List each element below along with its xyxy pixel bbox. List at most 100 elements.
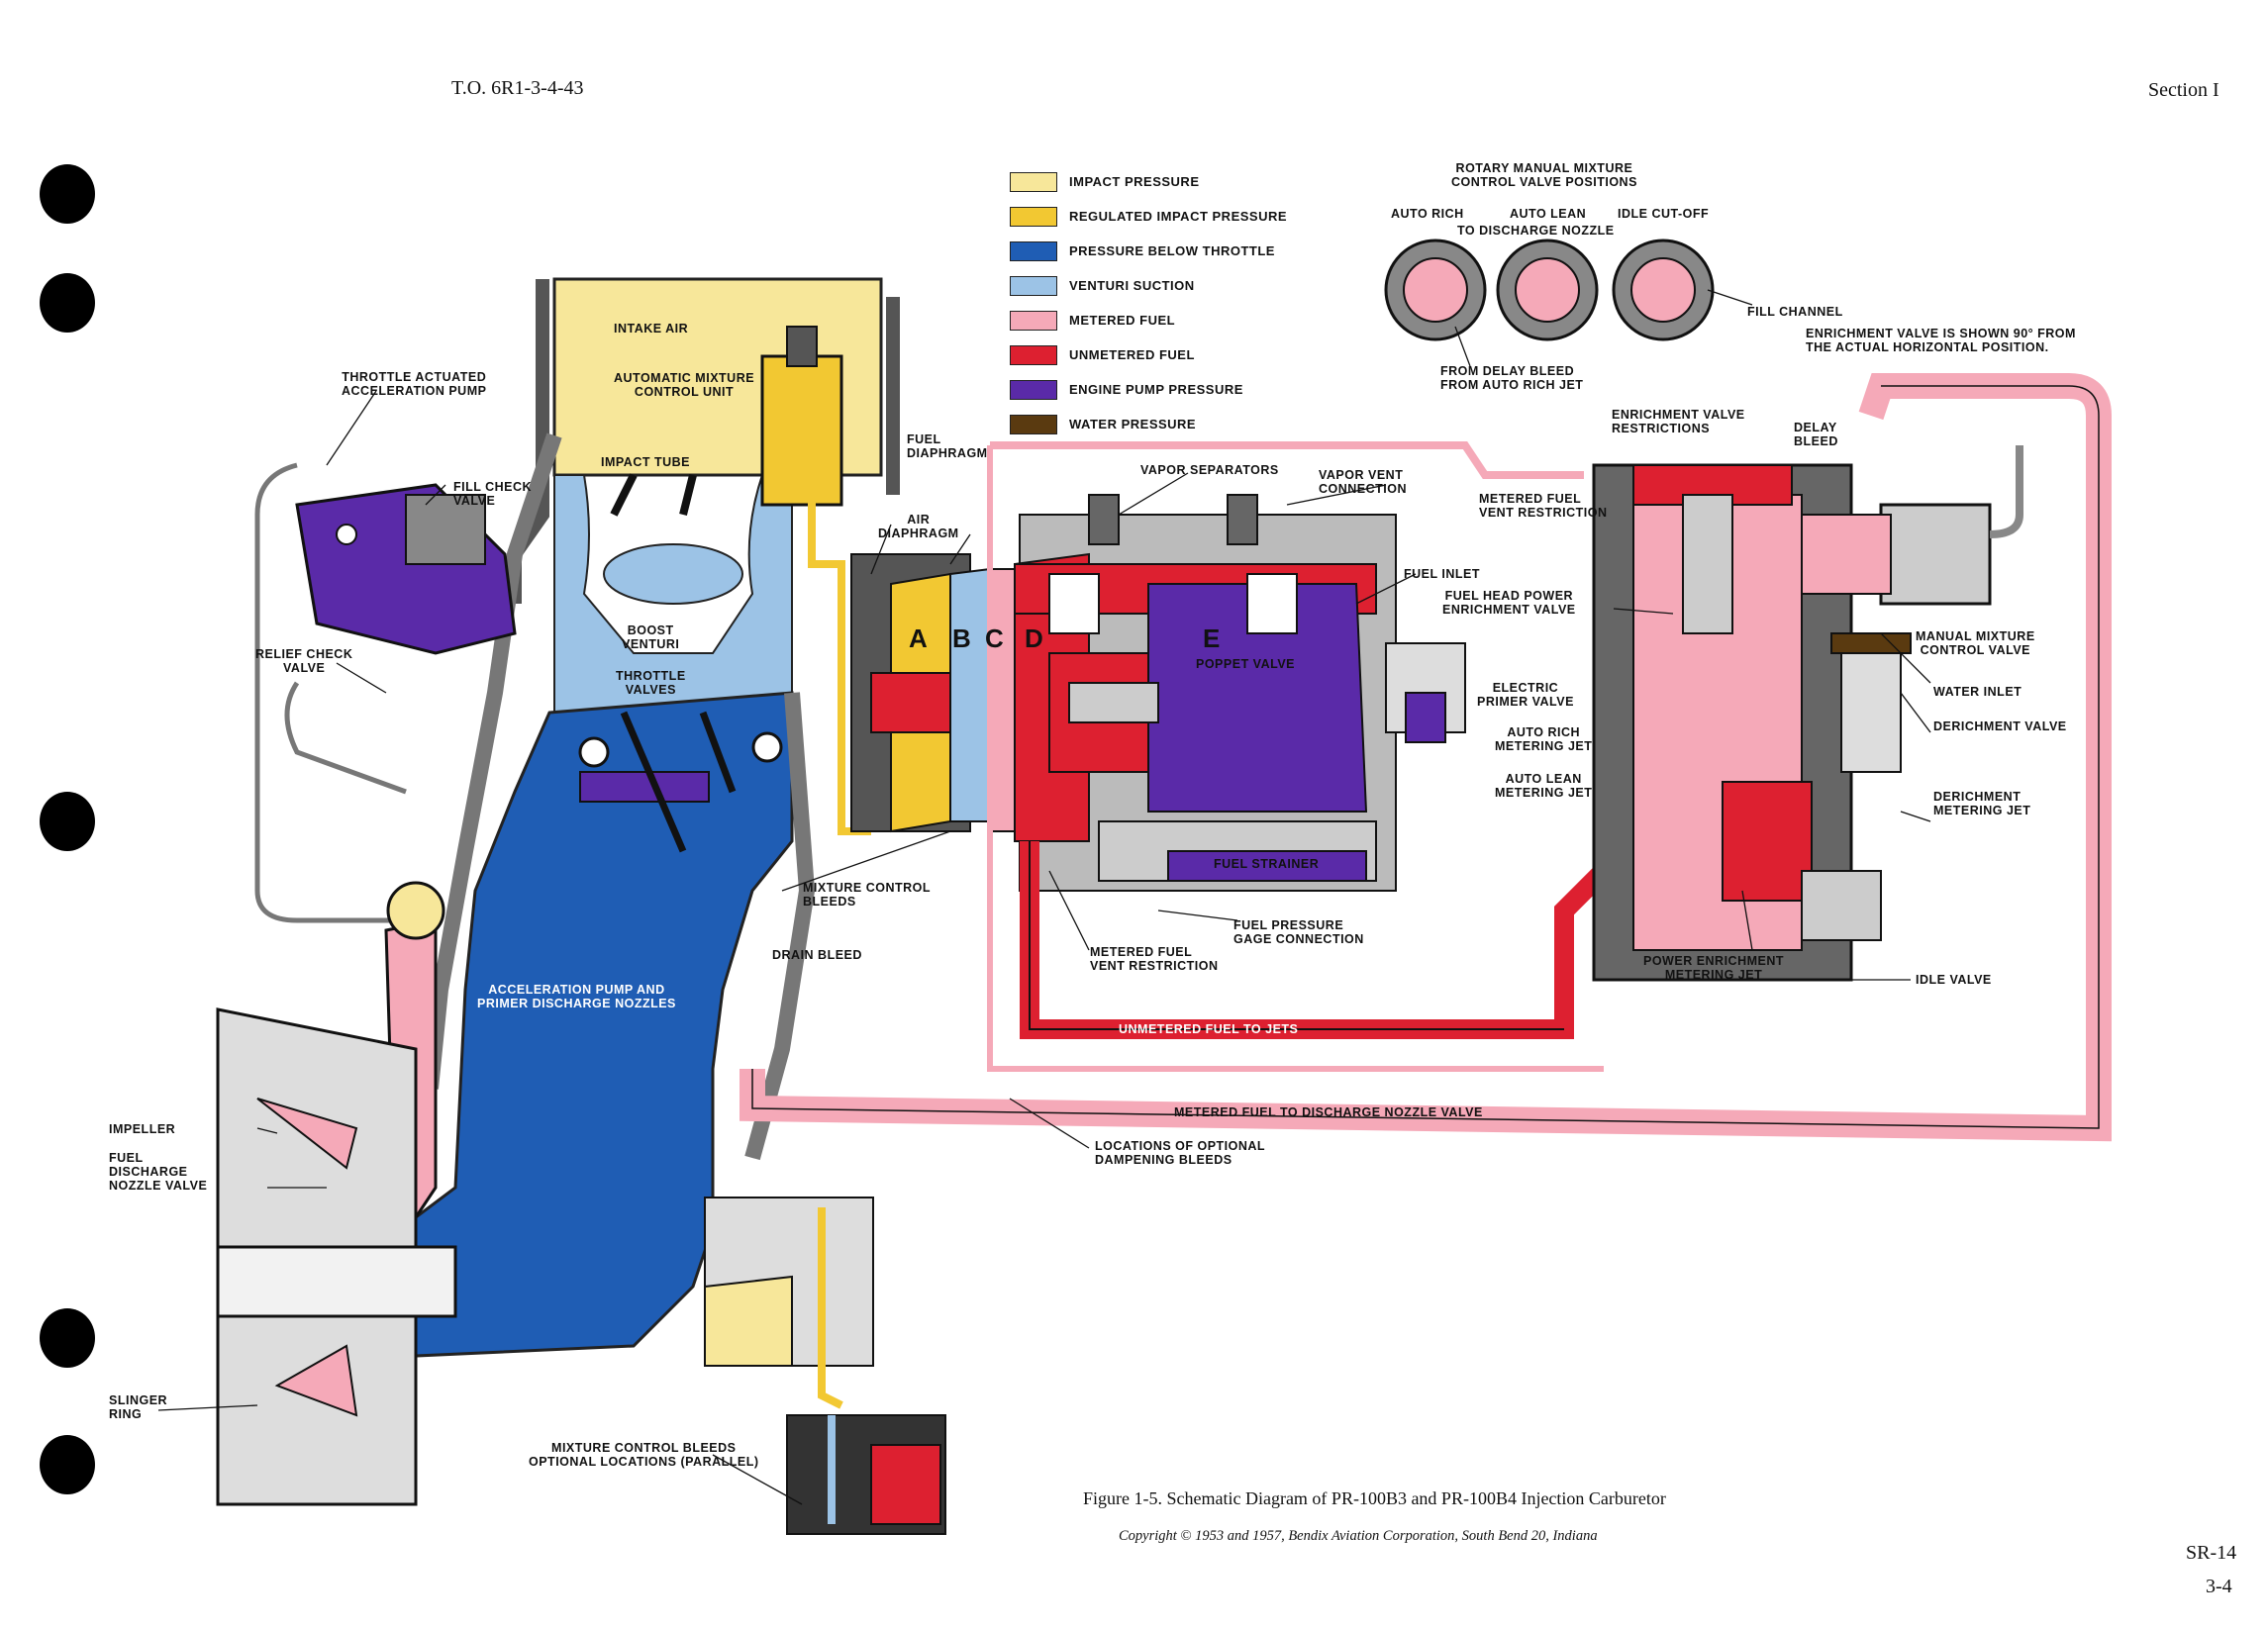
label-auto-rich: AUTO RICH [1391, 207, 1464, 221]
label-line: BLEEDS [803, 895, 856, 909]
label-line: ENRICHMENT VALVE IS SHOWN 90° FROM [1806, 327, 2076, 340]
derichment-valve [1840, 642, 1902, 773]
label-acceleration-pump: THROTTLE ACTUATED ACCELERATION PUMP [342, 370, 486, 398]
legend-label: VENTURI SUCTION [1069, 278, 1195, 293]
label-fuel-head-enrichment: FUEL HEAD POWER ENRICHMENT VALVE [1442, 589, 1576, 617]
label-manual-mixture-valve: MANUAL MIXTURE CONTROL VALVE [1916, 629, 2035, 657]
label-line: MIXTURE CONTROL BLEEDS [551, 1441, 737, 1455]
legend-swatch [1010, 379, 1057, 400]
binder-hole [40, 1435, 95, 1494]
label-metered-to-nozzle: METERED FUEL TO DISCHARGE NOZZLE VALVE [1174, 1105, 1483, 1119]
label-metered-fuel-vent: METERED FUEL VENT RESTRICTION [1479, 492, 1608, 520]
label-enrichment-note: ENRICHMENT VALVE IS SHOWN 90° FROM THE A… [1806, 327, 2076, 354]
binder-hole [40, 792, 95, 851]
document-number: T.O. 6R1-3-4-43 [451, 77, 584, 99]
label-impact-tube: IMPACT TUBE [601, 455, 690, 469]
label-line: PRIMER VALVE [1477, 695, 1574, 709]
label-line: FROM DELAY BLEED [1440, 364, 1575, 378]
label-delay-bleed: DELAY BLEED [1794, 421, 1838, 448]
label-electric-primer: ELECTRIC PRIMER VALVE [1477, 681, 1574, 709]
idle-valve [1801, 870, 1882, 941]
label-line: METERING JET [1933, 804, 2031, 817]
copyright-notice: Copyright © 1953 and 1957, Bendix Aviati… [1119, 1528, 1598, 1544]
label-line: GAGE CONNECTION [1233, 932, 1364, 946]
legend-item: REGULATED IMPACT PRESSURE [1010, 199, 1287, 234]
label-auto-rich-jet: AUTO RICH METERING JET [1495, 725, 1592, 753]
venturi-region [553, 474, 793, 754]
legend-item: PRESSURE BELOW THROTTLE [1010, 234, 1287, 268]
legend-item: ENGINE PUMP PRESSURE [1010, 372, 1287, 407]
label-line: MANUAL MIXTURE [1916, 629, 2035, 643]
label-line: VALVE [453, 494, 496, 508]
label-line: VENT RESTRICTION [1479, 506, 1608, 520]
color-legend: IMPACT PRESSURE REGULATED IMPACT PRESSUR… [1010, 164, 1287, 441]
label-relief-check-valve: RELIEF CHECK VALVE [255, 647, 352, 675]
legend-swatch [1010, 310, 1057, 331]
label-line: BOOST [627, 623, 674, 637]
chamber-label-e: E [1203, 623, 1221, 653]
label-auto-mixture-unit: AUTOMATIC MIXTURE CONTROL UNIT [614, 371, 754, 399]
label-line: RESTRICTIONS [1612, 422, 1711, 435]
rotary-title: ROTARY MANUAL MIXTURE CONTROL VALVE POSI… [1451, 161, 1637, 189]
label-line: ENRICHMENT VALVE [1442, 603, 1576, 617]
legend-swatch [1010, 171, 1057, 192]
label-line: VAPOR VENT [1319, 468, 1404, 482]
label-line: RELIEF CHECK [255, 647, 353, 661]
legend-item: UNMETERED FUEL [1010, 337, 1287, 372]
label-line: DELAY [1794, 421, 1837, 434]
label-impeller: IMPELLER [109, 1122, 176, 1136]
label-boost-venturi: BOOST VENTURI [622, 623, 679, 651]
label-line: RING [109, 1407, 143, 1421]
label-derichment-jet: DERICHMENT METERING JET [1933, 790, 2030, 817]
label-line: ACCELERATION PUMP [342, 384, 487, 398]
label-line: FILL CHECK [453, 480, 533, 494]
label-line: FUEL [907, 432, 941, 446]
below-throttle-elbow [414, 691, 794, 1358]
label-line: FUEL HEAD POWER [1444, 589, 1574, 603]
label-mixture-control-bleeds: MIXTURE CONTROL BLEEDS [803, 881, 931, 909]
footer-code: SR-14 [2186, 1542, 2237, 1564]
label-power-enrichment-jet: POWER ENRICHMENT METERING JET [1643, 954, 1784, 982]
label-fuel-inlet: FUEL INLET [1404, 567, 1480, 581]
chamber-c [989, 568, 1016, 832]
label-optional-bleeds: MIXTURE CONTROL BLEEDS OPTIONAL LOCATION… [529, 1441, 759, 1469]
legend-item: METERED FUEL [1010, 303, 1287, 337]
label-derichment-valve: DERICHMENT VALVE [1933, 719, 2067, 733]
label-line: FUEL PRESSURE [1233, 918, 1344, 932]
page-number: 3-4 [2206, 1576, 2232, 1597]
label-enrichment-restrictions: ENRICHMENT VALVE RESTRICTIONS [1612, 408, 1745, 435]
label-fill-check-valve: FILL CHECK VALVE [453, 480, 532, 508]
binder-hole [40, 164, 95, 224]
legend-swatch [1010, 275, 1057, 296]
label-line: PRIMER DISCHARGE NOZZLES [477, 997, 676, 1010]
legend-label: PRESSURE BELOW THROTTLE [1069, 243, 1275, 258]
legend-label: ENGINE PUMP PRESSURE [1069, 382, 1243, 397]
label-line: DIAPHRAGM [878, 527, 959, 540]
label-throttle-valves: THROTTLE VALVES [616, 669, 686, 697]
label-line: OPTIONAL LOCATIONS (PARALLEL) [529, 1455, 759, 1469]
label-line: THROTTLE ACTUATED [342, 370, 487, 384]
label-line: POWER ENRICHMENT [1643, 954, 1785, 968]
label-vapor-separators: VAPOR SEPARATORS [1140, 463, 1279, 477]
label-line: ELECTRIC [1492, 681, 1559, 695]
auto-mixture-unit [760, 354, 843, 507]
label-line: VALVE [283, 661, 326, 675]
label-intake-air: INTAKE AIR [614, 322, 689, 335]
label-line: METERING JET [1664, 968, 1763, 982]
label-line: DAMPENING BLEEDS [1095, 1153, 1233, 1167]
boost-venturi [603, 543, 743, 605]
label-line: CONTROL VALVE [1920, 643, 2031, 657]
label-line: FUEL [109, 1151, 144, 1165]
label-metered-vent-bottom: METERED FUEL VENT RESTRICTION [1090, 945, 1219, 973]
throttle-plate [579, 771, 710, 803]
label-line: LOCATIONS OF OPTIONAL [1095, 1139, 1266, 1153]
label-idle-cutoff: IDLE CUT-OFF [1618, 207, 1710, 221]
legend-swatch [1010, 240, 1057, 261]
derichment-metering [1722, 781, 1813, 902]
legend-swatch [1010, 414, 1057, 434]
label-line: DISCHARGE [109, 1165, 188, 1179]
chamber-b [949, 567, 991, 822]
label-line: NOZZLE VALVE [109, 1179, 208, 1193]
legend-label: IMPACT PRESSURE [1069, 174, 1200, 189]
